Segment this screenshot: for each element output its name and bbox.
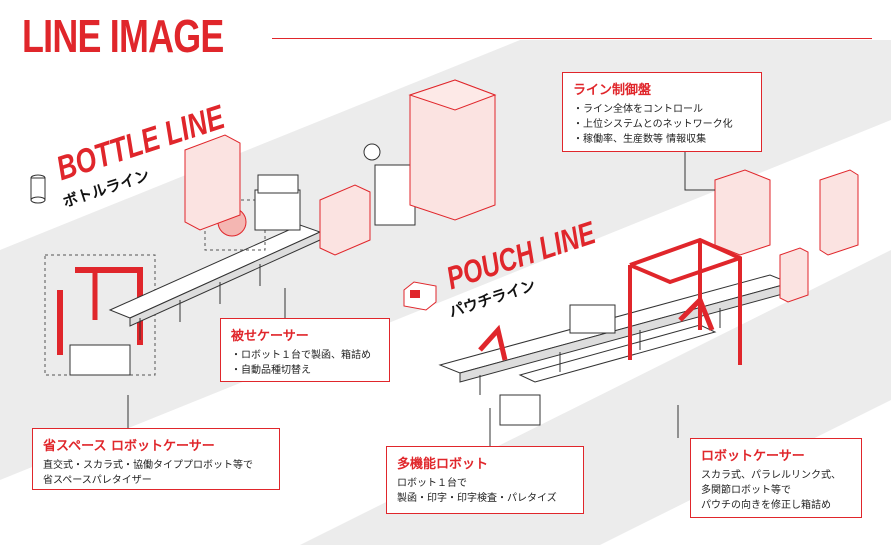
callout-line: ロボット１台で [397, 478, 467, 489]
callout-title: 多機能ロボット [397, 457, 489, 472]
leader-lines [127, 150, 715, 446]
callout-line: ・自動品種切替え [231, 365, 311, 376]
title-rule [272, 38, 872, 39]
callout-line: 製函・印字・印字検査・パレタイズ [397, 493, 557, 504]
callout-title: 被せケーサー [231, 329, 309, 344]
callout-line: 多関節ロボット等で [701, 485, 791, 496]
callout-title: 省スペース ロボットケーサー [43, 439, 215, 454]
pouch-line-machines [403, 169, 859, 426]
callout-title: ライン制御盤 [573, 83, 652, 98]
callout-line: ・ロボット１台で製函、箱詰め [231, 350, 371, 361]
callout-line: ・ライン全体をコントロール [573, 104, 703, 115]
callout-line: ・稼働率、生産数等 情報収集 [573, 134, 707, 145]
callout-line: 省スペースパレタイザー [43, 475, 152, 486]
callout-robot-caser: ロボットケーサー スカラ式、パラレルリンク式、 多関節ロボット等で パウチの向き… [690, 438, 862, 518]
callout-line: 直交式・スカラ式・協働タイププロボット等で [43, 460, 253, 471]
callout-cover-caser: 被せケーサー ・ロボット１台で製函、箱詰め ・自動品種切替え [220, 318, 390, 382]
callout-space-saving-caser: 省スペース ロボットケーサー 直交式・スカラ式・協働タイププロボット等で 省スペ… [32, 428, 280, 490]
page-title: LINE IMAGE [22, 10, 224, 62]
callout-line: ・上位システムとのネットワーク化 [573, 119, 733, 130]
callout-multi-function-robot: 多機能ロボット ロボット１台で 製函・印字・印字検査・パレタイズ [386, 446, 584, 514]
callout-line: パウチの向きを修正し箱詰め [701, 500, 831, 511]
callout-title: ロボットケーサー [701, 449, 805, 464]
callout-control-panel: ライン制御盤 ・ライン全体をコントロール ・上位システムとのネットワーク化 ・稼… [562, 72, 762, 152]
callout-line: スカラ式、パラレルリンク式、 [701, 470, 841, 481]
bottle-line-machines [30, 79, 497, 376]
